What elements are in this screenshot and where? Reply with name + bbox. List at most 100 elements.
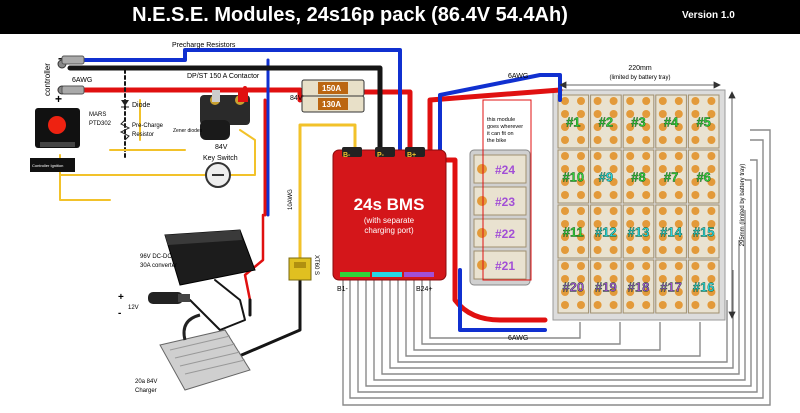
cell-terminal xyxy=(642,207,651,215)
precharge-resistors-label: Precharge Resistors xyxy=(172,42,236,49)
tray-height-label: 295mm (limited by battery tray) xyxy=(740,164,746,247)
cell-terminal xyxy=(642,136,651,144)
cell-terminal xyxy=(577,262,585,270)
module-number-label: #19 xyxy=(595,280,617,295)
fuse-150-label: 150A xyxy=(322,84,341,93)
cell-terminal xyxy=(707,123,716,131)
cell-terminal xyxy=(658,246,667,254)
charger-label-2: Charger xyxy=(135,388,157,394)
cell-terminal xyxy=(561,220,569,228)
cell-terminal xyxy=(561,152,569,160)
module-number-label: #12 xyxy=(595,225,617,240)
version-label: Version 1.0 xyxy=(682,10,735,21)
cell-terminal xyxy=(642,178,651,186)
cell-terminal xyxy=(593,165,602,173)
cell-terminal xyxy=(707,220,716,228)
cell-terminal xyxy=(658,178,667,186)
cell-terminal xyxy=(658,165,667,173)
cell-terminal xyxy=(577,288,585,296)
side-cell-terminal xyxy=(477,228,487,238)
side-module-stack: #24#23#22#21 xyxy=(469,149,531,286)
cell-terminal xyxy=(626,288,635,296)
cell-terminal xyxy=(561,301,569,309)
cell-terminal xyxy=(561,165,569,173)
cell-terminal xyxy=(674,207,683,215)
cell-terminal xyxy=(626,233,635,241)
module-note-frame xyxy=(482,99,532,281)
cell-terminal xyxy=(577,275,585,283)
controller-plus: + xyxy=(55,92,62,106)
module-number-label: #16 xyxy=(693,280,715,295)
cell-terminal xyxy=(642,301,651,309)
cell-terminal xyxy=(609,207,618,215)
cell-terminal xyxy=(658,152,667,160)
module-number-label: #3 xyxy=(631,115,645,130)
cell-terminal xyxy=(577,152,585,160)
key-switch xyxy=(205,162,231,188)
cell-terminal xyxy=(642,152,651,160)
cell-terminal xyxy=(642,165,651,173)
controller-ignition-label: Controller Ignition xyxy=(32,163,63,168)
cell-terminal xyxy=(707,301,716,309)
controller-terminals xyxy=(57,55,85,95)
cell-terminal xyxy=(691,220,700,228)
cell-terminal xyxy=(593,288,602,296)
bms-subtitle-2: charging port) xyxy=(364,226,414,235)
cell-terminal xyxy=(691,152,700,160)
awg6-top-label: 6AWG xyxy=(72,77,92,84)
ptd302-module xyxy=(35,108,80,148)
cell-terminal xyxy=(626,220,635,228)
module-number-label: #13 xyxy=(628,225,650,240)
cell-terminal xyxy=(626,110,635,118)
cell-terminal xyxy=(674,246,683,254)
cell-terminal xyxy=(642,288,651,296)
cell-terminal xyxy=(707,233,716,241)
cell-terminal xyxy=(593,136,602,144)
cell-terminal xyxy=(593,110,602,118)
svg-text:this module: this module xyxy=(487,117,515,123)
converter-label-1: 96V DC-DC xyxy=(140,254,172,260)
cell-terminal xyxy=(658,191,667,199)
side-cell-terminal xyxy=(477,260,487,270)
cell-terminal xyxy=(609,97,618,105)
svg-text:goes wherever: goes wherever xyxy=(487,124,523,130)
cell-terminal xyxy=(609,288,618,296)
module-number-label: #9 xyxy=(599,170,613,185)
cell-terminal xyxy=(626,136,635,144)
cell-terminal xyxy=(691,110,700,118)
cell-terminal xyxy=(691,123,700,131)
converter-label-2: 30A converter xyxy=(140,263,177,269)
cell-terminal xyxy=(593,191,602,199)
key-switch-label: Key Switch xyxy=(203,155,238,162)
cell-terminal xyxy=(658,262,667,270)
cell-terminal xyxy=(658,110,667,118)
cell-terminal xyxy=(577,97,585,105)
cell-terminal xyxy=(577,110,585,118)
cell-terminal xyxy=(609,233,618,241)
side-module-label: #24 xyxy=(495,163,515,177)
cell-terminal xyxy=(626,301,635,309)
module-number-label: #7 xyxy=(664,170,678,185)
side-module-label: #21 xyxy=(495,259,515,273)
cell-terminal xyxy=(691,233,700,241)
dc-dc-converter xyxy=(164,229,256,286)
cell-terminal xyxy=(674,136,683,144)
tray-height-dimension xyxy=(728,91,736,319)
cell-terminal xyxy=(577,246,585,254)
cell-terminal xyxy=(593,233,602,241)
cell-terminal xyxy=(674,288,683,296)
cell-terminal xyxy=(691,165,700,173)
precharge-resistor xyxy=(119,119,131,141)
cell-terminal xyxy=(674,165,683,173)
cell-terminal xyxy=(609,220,618,228)
cell-terminal xyxy=(577,136,585,144)
page-title: N.E.S.E. Modules, 24s16p pack (86.4V 54.… xyxy=(132,4,568,26)
cell-terminal xyxy=(593,220,602,228)
cell-terminal xyxy=(707,97,716,105)
bms-unit xyxy=(332,147,447,281)
cell-terminal xyxy=(674,275,683,283)
cell-terminal xyxy=(658,97,667,105)
cell-terminal xyxy=(658,136,667,144)
